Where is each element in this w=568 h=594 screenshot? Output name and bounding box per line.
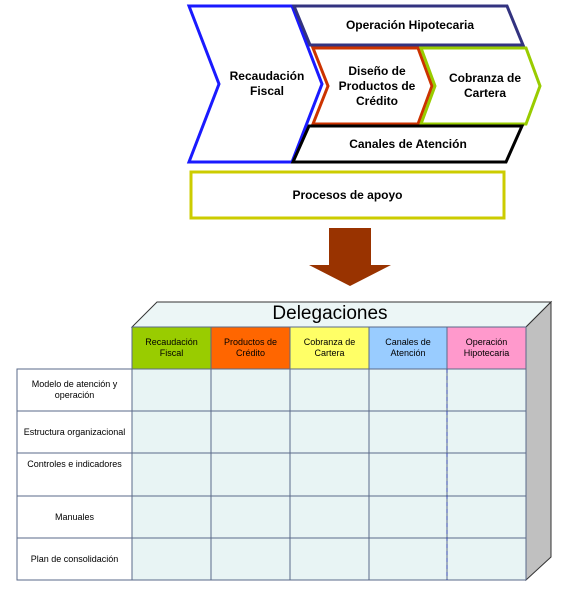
diseno-productos-label: Diseño de Productos de Crédito	[338, 63, 416, 108]
matrix-grid	[16, 326, 527, 581]
down-arrow-icon	[309, 228, 391, 286]
column-header-cell	[446, 326, 527, 370]
column-header-label: Cobranza de Cartera	[303, 337, 356, 358]
procesos-apoyo-label: Procesos de apoyo	[292, 187, 403, 202]
matrix-cell	[368, 495, 448, 539]
canales-atencion-box	[290, 124, 525, 164]
matrix-cell	[368, 537, 448, 581]
matrix-cell	[446, 495, 527, 539]
matrix-cell	[131, 537, 212, 581]
diseno-productos-chevron	[310, 46, 434, 126]
matrix-cell	[210, 410, 291, 454]
matrix-title: Delegaciones	[272, 303, 388, 324]
matrix-cell	[446, 537, 527, 581]
column-header-label: Recaudación Fiscal	[145, 337, 198, 358]
column-header-cell	[289, 326, 370, 370]
matrix-cell	[289, 495, 370, 539]
column-header-label: Canales de Atención	[385, 337, 431, 358]
matrix-cell	[446, 368, 527, 412]
column-header-label: Operación Hipotecaria	[463, 337, 510, 358]
matrix-cell	[131, 495, 212, 539]
matrix-cell	[289, 452, 370, 497]
row-label-cell	[16, 537, 133, 581]
row-label: Controles e indicadores	[27, 459, 122, 469]
matrix-cell	[131, 452, 212, 497]
matrix-cell	[210, 537, 291, 581]
row-label: Plan de consolidación	[30, 553, 119, 564]
cobranza-cartera-chevron	[418, 46, 542, 126]
matrix-cell	[368, 452, 448, 497]
matrix-cell	[210, 495, 291, 539]
row-label-cell	[16, 410, 133, 454]
cobranza-cartera-label: Cobranza de Cartera	[448, 71, 521, 100]
matrix-side-face	[525, 300, 552, 582]
column-header-cell	[368, 326, 448, 370]
canales-atencion-label: Canales de Atención	[349, 136, 467, 151]
recaudacion-label: Recaudación Fiscal	[229, 69, 305, 98]
operacion-hipotecaria-box	[291, 4, 526, 47]
row-label-cell	[16, 452, 133, 497]
row-label-cell	[16, 495, 133, 539]
matrix-cell	[368, 410, 448, 454]
matrix-cell	[289, 537, 370, 581]
operacion-hipotecaria-label: Operación Hipotecaria	[345, 17, 475, 32]
row-label: Estructura organizacional	[23, 426, 126, 437]
matrix-cell	[289, 410, 370, 454]
matrix-cell	[446, 452, 527, 497]
procesos-apoyo-box	[189, 170, 506, 220]
matrix-cell	[131, 368, 212, 412]
matrix-cell	[289, 368, 370, 412]
matrix-cell	[210, 452, 291, 497]
row-label: Modelo de atención y operación	[31, 379, 118, 400]
matrix-cell	[210, 368, 291, 412]
column-header-label: Productos de Crédito	[223, 337, 278, 358]
matrix-cell	[368, 368, 448, 412]
matrix-cell	[131, 410, 212, 454]
row-label: Manuales	[54, 511, 95, 522]
matrix-cell	[446, 410, 527, 454]
